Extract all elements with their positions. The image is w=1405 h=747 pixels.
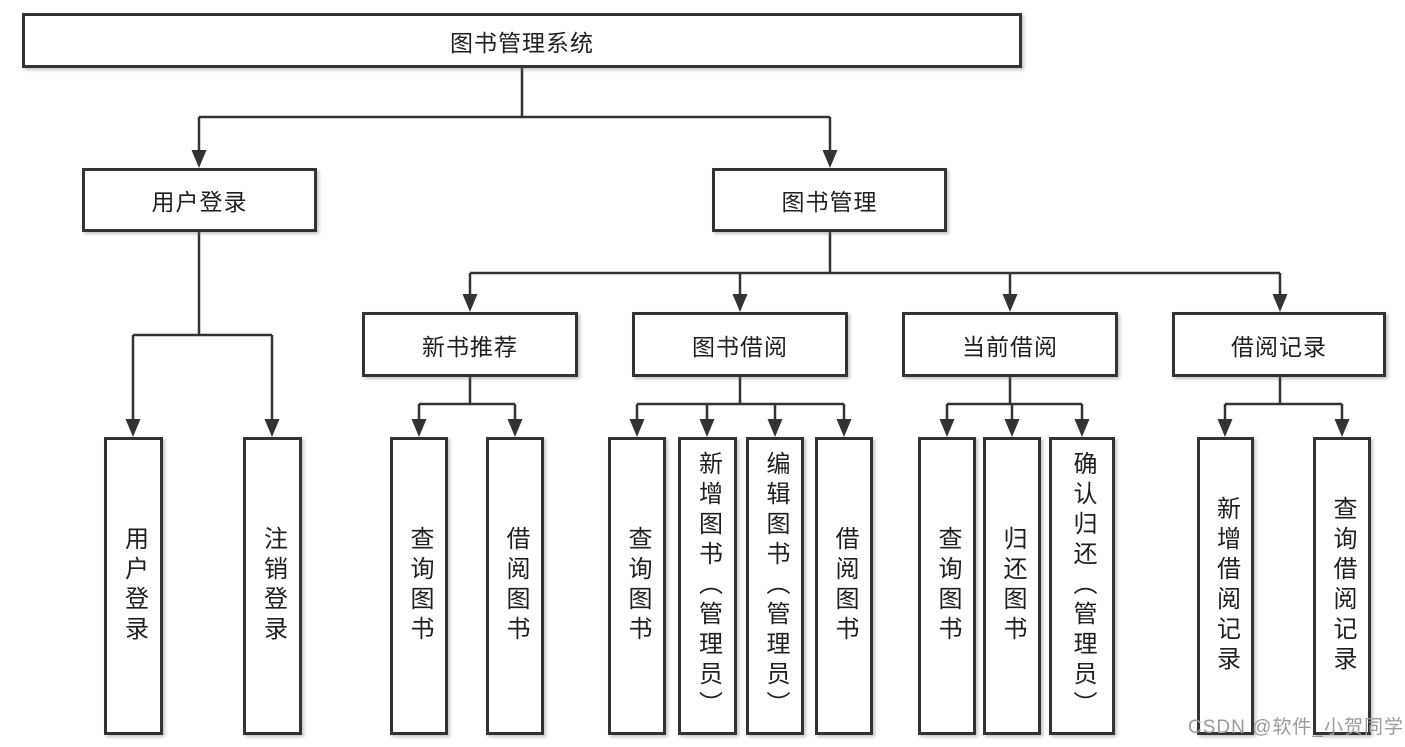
arrow-down-icon — [1272, 294, 1288, 312]
leaf-newbooks-query-books-label: 查询图书 — [406, 526, 433, 646]
node-current-borrow: 当前借阅 — [902, 312, 1118, 377]
node-library-management-system: 图书管理系统 — [22, 13, 1022, 68]
leaf-borrow-add-books-admin: 新增图书（管理员） — [678, 437, 737, 735]
node-new-book-recommend: 新书推荐 — [362, 312, 578, 377]
node-current-borrow-label: 当前借阅 — [962, 333, 1058, 360]
leaf-current-query-books-label: 查询图书 — [934, 526, 961, 646]
connector-root-to-level2 — [197, 68, 832, 152]
arrow-down-icon — [1334, 419, 1350, 437]
leaf-borrow-borrow-books: 借阅图书 — [815, 437, 873, 735]
leaf-records-add-record: 新增借阅记录 — [1197, 437, 1254, 735]
leaf-logout-label: 注销登录 — [259, 526, 287, 646]
leaf-current-confirm-return-admin-label: 确认归还（管理员） — [1069, 451, 1096, 721]
arrow-down-icon — [767, 419, 783, 437]
leaf-borrow-edit-books-admin: 编辑图书（管理员） — [746, 437, 804, 735]
node-book-management-label: 图书管理 — [781, 189, 878, 215]
arrow-down-icon — [822, 150, 838, 168]
arrow-down-icon — [629, 419, 645, 437]
node-user-login-label: 用户登录 — [151, 189, 248, 215]
arrow-down-icon — [507, 419, 523, 437]
leaf-borrow-query-books: 查询图书 — [608, 437, 666, 735]
arrow-down-icon — [1002, 294, 1018, 312]
leaf-newbooks-query-books: 查询图书 — [390, 437, 448, 735]
connector-book-management-to-level3 — [468, 232, 1282, 296]
connector-user-login-children — [131, 232, 274, 421]
leaf-user-login: 用户登录 — [104, 437, 163, 735]
arrow-down-icon — [836, 419, 852, 437]
node-book-borrow-label: 图书借阅 — [692, 333, 788, 360]
arrow-down-icon — [264, 419, 280, 437]
leaf-logout: 注销登录 — [243, 437, 302, 735]
leaf-borrow-edit-books-admin-label: 编辑图书（管理员） — [762, 451, 789, 721]
node-borrow-records-label: 借阅记录 — [1231, 333, 1327, 360]
leaf-current-return-books-label: 归还图书 — [999, 526, 1026, 646]
leaf-borrow-add-books-admin-label: 新增图书（管理员） — [694, 451, 722, 721]
leaf-newbooks-borrow-books: 借阅图书 — [486, 437, 544, 735]
leaf-newbooks-borrow-books-label: 借阅图书 — [502, 526, 529, 646]
leaf-records-query-record-label: 查询借阅记录 — [1329, 496, 1356, 676]
leaf-current-return-books: 归还图书 — [983, 437, 1041, 735]
node-book-borrow: 图书借阅 — [632, 312, 848, 377]
node-library-management-system-label: 图书管理系统 — [450, 29, 594, 56]
leaf-current-query-books: 查询图书 — [918, 437, 976, 735]
arrow-down-icon — [699, 419, 715, 437]
arrow-down-icon — [1074, 419, 1090, 437]
watermark: CSDN @软件_小贺同学 — [1188, 717, 1404, 738]
arrow-down-icon — [125, 419, 141, 437]
arrow-down-icon — [191, 150, 207, 168]
leaf-records-add-record-label: 新增借阅记录 — [1212, 496, 1240, 676]
arrow-down-icon — [1004, 419, 1020, 437]
connector-current-borrow-children — [945, 377, 1084, 421]
leaf-borrow-query-books-label: 查询图书 — [624, 526, 651, 646]
arrow-down-icon — [939, 419, 955, 437]
leaf-current-confirm-return-admin: 确认归还（管理员） — [1049, 437, 1115, 735]
connector-new-books-children — [417, 377, 517, 421]
node-user-login: 用户登录 — [82, 168, 317, 232]
leaf-records-query-record: 查询借阅记录 — [1313, 437, 1371, 735]
arrow-down-icon — [411, 419, 427, 437]
connector-book-borrow-children — [635, 377, 846, 421]
arrow-down-icon — [1217, 419, 1233, 437]
leaf-borrow-borrow-books-label: 借阅图书 — [831, 526, 858, 646]
arrow-down-icon — [462, 294, 478, 312]
arrow-down-icon — [732, 294, 748, 312]
node-new-book-recommend-label: 新书推荐 — [422, 333, 518, 360]
leaf-user-login-label: 用户登录 — [120, 526, 148, 646]
connector-borrow-records-children — [1223, 377, 1344, 421]
node-borrow-records: 借阅记录 — [1172, 312, 1386, 377]
node-book-management: 图书管理 — [712, 168, 947, 232]
